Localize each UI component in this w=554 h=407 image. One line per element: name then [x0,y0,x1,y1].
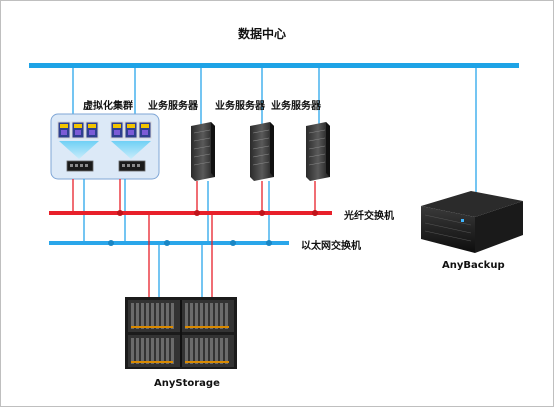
fc-switch-nodes [117,210,318,216]
backbone-bar [29,63,519,68]
server-tower-1 [191,122,215,181]
fc-switch-label: 光纤交换机 [344,211,394,222]
storage-label: AnyStorage [154,378,220,389]
server-3-label: 业务服务器 [271,101,321,112]
server-2-label: 业务服务器 [215,101,265,112]
server-tower-3 [306,122,330,181]
eth-to-storage-links [158,245,203,299]
fc-to-storage-links [148,215,213,299]
cluster-label: 虚拟化集群 [83,101,133,112]
eth-switch-nodes [108,240,272,246]
fc-switch-line [49,211,332,215]
backup-appliance-graphic [421,191,523,253]
page-title: 数据中心 [238,27,287,41]
backup-label: AnyBackup [442,260,505,271]
vm-icons [57,121,152,139]
server-tower-2 [250,122,274,181]
storage-array-graphic [125,297,237,369]
hypervisor-funnel-1 [59,141,99,159]
eth-switch-label: 以太网交换机 [301,241,361,252]
server-to-fc-links [72,179,316,213]
server-1-label: 业务服务器 [148,101,198,112]
backbone-drops [72,68,477,194]
hypervisor-funnel-2 [111,141,151,159]
